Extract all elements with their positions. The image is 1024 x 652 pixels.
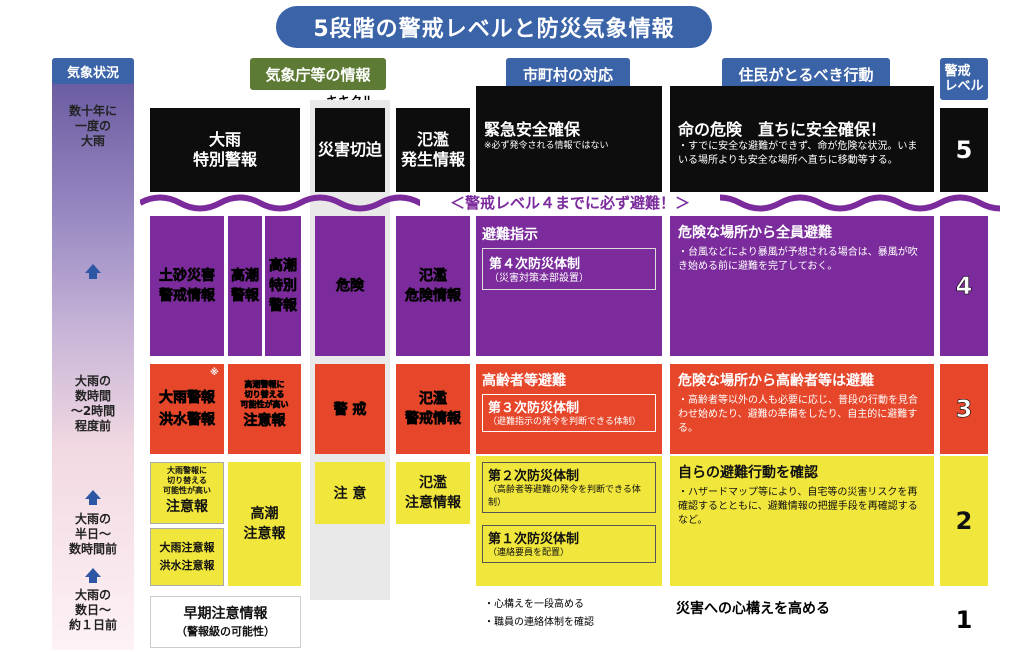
muni-l5-note: ※必ず発令される情報ではない	[484, 141, 609, 151]
up-arrow-icon	[85, 490, 101, 499]
page-title: 5段階の警戒レベルと防災気象情報	[276, 6, 712, 48]
muni-l1-note1: ・心構えを一段高める	[484, 599, 584, 610]
river-l2: 氾濫 注意情報	[396, 462, 470, 524]
res-l4-title: 危険な場所から全員避難	[678, 225, 832, 241]
muni-l3-title: 高齢者等避難	[482, 373, 566, 389]
level-2-number: 2	[940, 456, 988, 586]
level-1-number: 1	[955, 606, 973, 634]
weather-label-3: 大雨の 半日～ 数時間前	[68, 512, 117, 556]
weather-gradient-bar	[52, 78, 134, 650]
residents-l2: 自らの避難行動を確認 ・ハザードマップ等により、自宅等の災害リスクを再確認すると…	[670, 456, 934, 586]
river-l5: 氾濫 発生情報	[396, 108, 470, 192]
level-5-number: 5	[940, 108, 988, 192]
res-l2-title: 自らの避難行動を確認	[678, 465, 818, 481]
municipal-l4: 避難指示 第４次防災体制 （災害対策本部設置）	[476, 216, 662, 356]
weather-label-4: 大雨の 数日～ 約１日前	[68, 588, 117, 632]
jma-l3-heavy-rain-flood-warning: 大雨警報 洪水警報	[150, 364, 224, 454]
res-l3-note: ・高齢者等以外の人も必要に応じ、普段の行動を見合わせ始めたり、避難の準備をしたり…	[678, 395, 918, 434]
jma-l2-heavy-rain-flood-advisory: 大雨注意報 洪水注意報	[150, 528, 224, 586]
muni-l3-box-title: 第３次防災体制	[488, 401, 580, 416]
river-l4: 氾濫 危険情報	[396, 216, 470, 356]
municipal-l3: 高齢者等避難 第３次防災体制 （避難指示の発令を判断できる体制）	[476, 364, 662, 454]
muni-l4-box-title: 第４次防災体制	[489, 257, 581, 272]
header-municipal: 市町村の対応	[506, 58, 630, 90]
res-l3-title: 危険な場所から高齢者等は避難	[678, 373, 874, 389]
muni-l2-box2-title: 第１次防災体制	[488, 532, 580, 547]
muni-l2-box2: 第１次防災体制 （連絡要員を配置）	[482, 525, 656, 563]
muni-l2-box1-title: 第２次防災体制	[488, 469, 580, 484]
muni-l4-box-sub: （災害対策本部設置）	[489, 273, 589, 284]
jma-l5-heavy-rain-special-warning: 大雨 特別警報	[150, 108, 300, 192]
muni-l1-note2: ・職員の連絡体制を確認	[484, 617, 594, 628]
jma-l4-storm-surge-special: 高潮 特別 警報	[265, 216, 301, 356]
muni-l3-box: 第３次防災体制 （避難指示の発令を判断できる体制）	[482, 394, 656, 432]
jma-l3-mark: ※	[210, 368, 219, 378]
jma-l2-heavy-rain-advisory-high: 大雨警報に 切り替える 可能性が高い 注意報	[150, 462, 224, 524]
muni-l2-box1: 第２次防災体制 （高齢者等避難の発令を判断できる体制）	[482, 462, 656, 513]
kikikuru-l4: 危険	[315, 216, 385, 356]
residents-l1: 災害への心構えを高める	[676, 601, 830, 617]
res-l5-title: 命の危険 直ちに安全確保！	[678, 120, 887, 139]
res-l2-note: ・ハザードマップ等により、自宅等の災害リスクを再確認するとともに、避難情報の把握…	[678, 487, 918, 526]
kikikuru-l5: 災害切迫	[315, 108, 385, 192]
jma-l2-storm-surge-advisory: 高潮 注意報	[228, 462, 301, 586]
weather-label-1: 数十年に 一度の 大雨	[68, 104, 117, 148]
muni-l2-box1-sub: （高齢者等避難の発令を判断できる体制）	[488, 485, 641, 508]
weather-label-2: 大雨の 数時間 ～2時間 程度前	[70, 374, 116, 433]
jma-l3-storm-surge-advisory: 高潮警報に 切り替える 可能性が高い 注意報	[228, 364, 301, 454]
municipal-l5: 緊急安全確保 ※必ず発令される情報ではない	[476, 86, 662, 192]
kikikuru-l2: 注 意	[315, 462, 385, 524]
municipal-l2: 第２次防災体制 （高齢者等避難の発令を判断できる体制） 第１次防災体制 （連絡要…	[476, 456, 662, 586]
level-4-number: 4	[940, 216, 988, 356]
residents-l3: 危険な場所から高齢者等は避難 ・高齢者等以外の人も必要に応じ、普段の行動を見合わ…	[670, 364, 934, 454]
header-level: 警戒 レベル	[940, 58, 988, 100]
header-weather: 気象状況	[52, 58, 134, 84]
jma-l4-storm-surge-warning: 高潮 警報	[228, 216, 262, 356]
muni-l2-box2-sub: （連絡要員を配置）	[488, 548, 570, 558]
municipal-l1: ・心構えを一段高める ・職員の連絡体制を確認	[484, 598, 664, 638]
up-arrow-icon	[85, 568, 101, 577]
jma-l4-landslide-alert: 土砂災害 警戒情報	[150, 216, 224, 356]
jma-l1-early-warning: 早期注意情報 （警報級の可能性）	[150, 596, 301, 648]
muni-l4-title: 避難指示	[482, 227, 538, 243]
up-arrow-icon	[85, 264, 101, 273]
kikikuru-l3: 警 戒	[315, 364, 385, 454]
river-l3: 氾濫 警戒情報	[396, 364, 470, 454]
level-3-number: 3	[940, 364, 988, 454]
header-residents: 住民がとるべき行動	[722, 58, 890, 90]
res-l4-note: ・台風などにより暴風が予想される場合は、暴風が吹き始める前に避難を完了しておく。	[678, 247, 918, 272]
muni-l5-title: 緊急安全確保	[484, 120, 581, 139]
header-jma: 気象庁等の情報	[250, 58, 386, 90]
res-l5-note: ・すでに安全な避難ができず、命が危険な状況。いまいる場所よりも安全な場所へ直ちに…	[678, 141, 918, 166]
muni-l4-box: 第４次防災体制 （災害対策本部設置）	[482, 248, 656, 290]
evacuation-banner: ＜警戒レベル４までに必ず避難！＞	[420, 192, 720, 214]
residents-l5: 命の危険 直ちに安全確保！ ・すでに安全な避難ができず、命が危険な状況。いまいる…	[670, 86, 934, 192]
residents-l4: 危険な場所から全員避難 ・台風などにより暴風が予想される場合は、暴風が吹き始める…	[670, 216, 934, 356]
muni-l3-box-sub: （避難指示の発令を判断できる体制）	[488, 417, 641, 427]
